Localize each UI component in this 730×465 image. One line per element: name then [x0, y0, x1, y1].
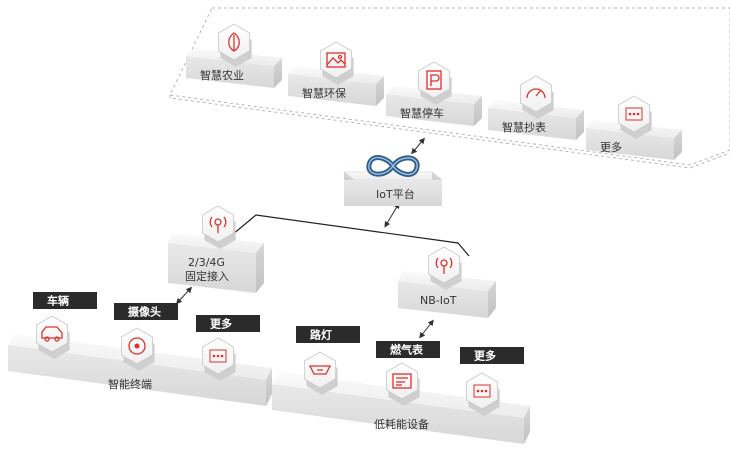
mountain-icon — [326, 52, 346, 68]
device-tag: 燃气表 — [376, 341, 440, 358]
connector-apps-platform — [411, 137, 425, 155]
more-dots-icon — [473, 384, 491, 398]
low-power-label: 低耗能设备 — [374, 417, 429, 431]
antenna-icon — [435, 257, 453, 274]
more-dots-icon — [209, 349, 227, 363]
iot-platform-block: IoT平台 — [343, 155, 443, 206]
device-tag-label: 燃气表 — [389, 343, 424, 357]
device-smart_terminals-2: 摄像头 — [114, 303, 178, 371]
device-tag-label: 更多 — [210, 317, 232, 331]
applications-region — [169, 7, 730, 166]
connector-platform-gateways — [384, 202, 400, 228]
device-tag: 摄像头 — [114, 303, 178, 320]
car-icon — [41, 326, 63, 342]
app-label: 智慧抄表 — [502, 120, 546, 134]
device-tag-label: 车辆 — [47, 294, 69, 308]
device-low_power-1: 路灯 — [296, 326, 360, 395]
streetlight-icon — [308, 365, 332, 375]
infinity-logo-icon — [366, 155, 420, 177]
device-tag: 更多 — [196, 315, 260, 332]
gas-meter-icon — [392, 373, 412, 389]
antenna-icon — [209, 216, 227, 233]
connector-4g-terminals — [175, 286, 193, 305]
app-label: 智慧环保 — [302, 86, 346, 100]
gateway-4g-block: 2/3/4G 固定接入 — [168, 233, 264, 293]
device-smart_terminals-3: 更多 — [196, 315, 260, 381]
device-tag: 更多 — [460, 347, 524, 364]
app-block-1: 智慧农业 — [186, 23, 282, 88]
device-smart_terminals-1: 车辆 — [33, 292, 97, 359]
smart-terminal-label: 智能终端 — [108, 377, 152, 391]
device-tag: 车辆 — [33, 292, 97, 309]
app-block-4: 智慧抄表 — [488, 75, 584, 140]
gateway-4g-label-line2: 固定接入 — [185, 269, 229, 283]
connector-nbiot-lowpower — [419, 319, 434, 339]
app-label: 智慧停车 — [400, 106, 444, 120]
device-low_power-2: 燃气表 — [376, 341, 440, 406]
app-label: 智慧农业 — [200, 68, 244, 82]
more-dots-icon — [625, 107, 643, 121]
app-block-5: 更多 — [586, 95, 682, 160]
gateway-4g-label-line1: 2/3/4G — [188, 256, 225, 269]
app-block-2: 智慧环保 — [288, 41, 384, 106]
device-tag-label: 摄像头 — [128, 305, 161, 319]
parking-icon — [426, 70, 442, 90]
platform-label: IoT平台 — [376, 187, 415, 201]
device-low_power-3: 更多 — [460, 347, 524, 416]
app-label: 更多 — [600, 140, 622, 154]
app-block-3: 智慧停车 — [386, 61, 482, 126]
leaf-icon — [228, 32, 240, 52]
camera-icon — [128, 337, 146, 355]
device-tag-label: 更多 — [474, 349, 496, 363]
device-tag: 路灯 — [296, 326, 360, 343]
meter-gauge-icon — [526, 88, 546, 99]
device-tag-label: 路灯 — [310, 328, 332, 342]
connector-trunk-line — [231, 214, 470, 257]
gateway-nbiot-label: NB-IoT — [420, 294, 457, 307]
applications-region-edge — [169, 95, 730, 169]
